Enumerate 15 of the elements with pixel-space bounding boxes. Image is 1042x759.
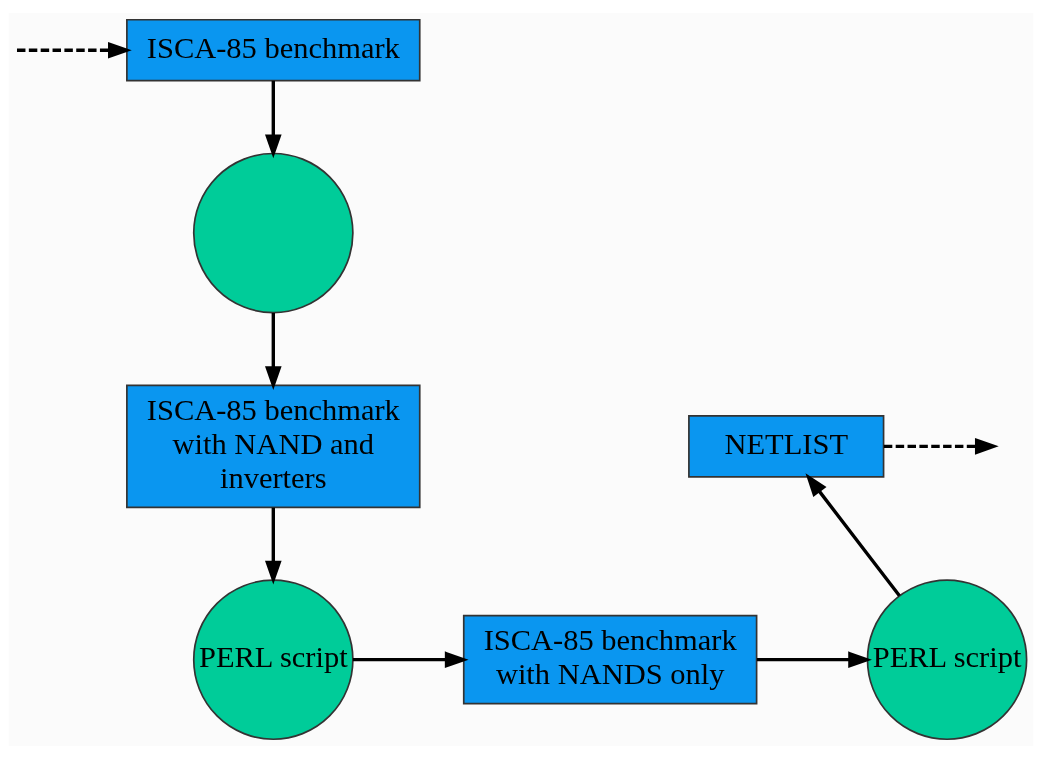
node-box: ISCA-85 benchmark with NANDS only <box>462 614 758 705</box>
arrow <box>756 651 872 668</box>
node-circle: PERL script <box>192 579 354 741</box>
node-box: NETLIST <box>688 415 885 478</box>
node-circle: PERL script <box>866 579 1028 741</box>
arrow <box>883 438 999 455</box>
arrow <box>805 473 901 597</box>
arrow <box>17 41 132 59</box>
arrow <box>352 651 469 668</box>
arrow <box>265 80 282 159</box>
node-circle <box>192 152 354 314</box>
arrow <box>265 312 282 390</box>
arrow <box>265 507 282 585</box>
node-box: ISCA-85 benchmark with NAND and inverters <box>126 384 421 509</box>
node-box: ISCA-85 benchmark <box>126 18 421 82</box>
